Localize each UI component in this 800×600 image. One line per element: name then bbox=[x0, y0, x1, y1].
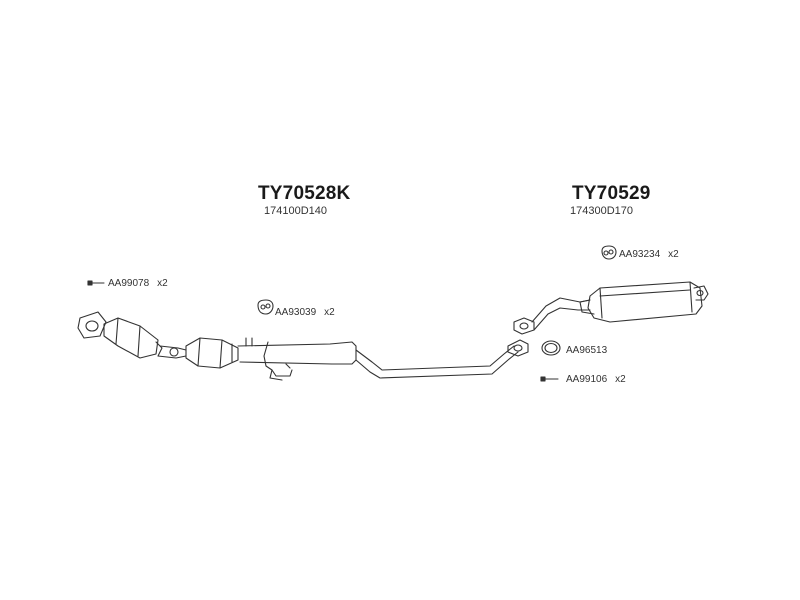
intermediate-pipe bbox=[237, 337, 357, 381]
gasket-ring-icon bbox=[541, 340, 561, 356]
callout-hanger-front: AA93039 x2 bbox=[275, 307, 335, 318]
callout-code: AA96513 bbox=[566, 345, 608, 356]
callout-code: AA93234 bbox=[619, 249, 661, 260]
bolt-icon bbox=[87, 280, 105, 286]
callout-hanger-rear: AA93234 x2 bbox=[619, 249, 679, 260]
front-assembly-part-number: TY70528K bbox=[258, 183, 351, 204]
center-flange bbox=[507, 339, 529, 357]
catalytic-converter-1 bbox=[103, 317, 163, 359]
callout-qty: x2 bbox=[324, 307, 335, 318]
rear-assembly-part-number: TY70529 bbox=[572, 183, 651, 204]
callout-bolt-front: AA99078 x2 bbox=[108, 278, 168, 289]
rear-pipe bbox=[531, 297, 591, 331]
callout-qty: x2 bbox=[668, 249, 679, 260]
manifold-flange bbox=[77, 311, 107, 339]
front-assembly-oem-number: 174100D140 bbox=[264, 205, 328, 217]
bolt-icon bbox=[540, 376, 559, 382]
callout-code: AA99078 bbox=[108, 278, 150, 289]
center-pipe bbox=[355, 345, 519, 379]
connector-pipe-1 bbox=[157, 345, 187, 359]
catalytic-converter-2 bbox=[185, 337, 239, 369]
callout-bolt-rear: AA99106 x2 bbox=[566, 374, 626, 385]
rear-flange bbox=[513, 317, 535, 335]
rear-assembly-oem-number: 174300D170 bbox=[570, 205, 634, 217]
callout-qty: x2 bbox=[157, 278, 168, 289]
callout-qty: x2 bbox=[615, 374, 626, 385]
callout-code: AA99106 bbox=[566, 374, 608, 385]
rear-muffler bbox=[579, 281, 709, 323]
hanger-rubber-icon bbox=[601, 245, 617, 260]
hanger-rubber-icon bbox=[257, 299, 274, 315]
callout-code: AA93039 bbox=[275, 307, 317, 318]
callout-gasket: AA96513 bbox=[566, 345, 607, 356]
